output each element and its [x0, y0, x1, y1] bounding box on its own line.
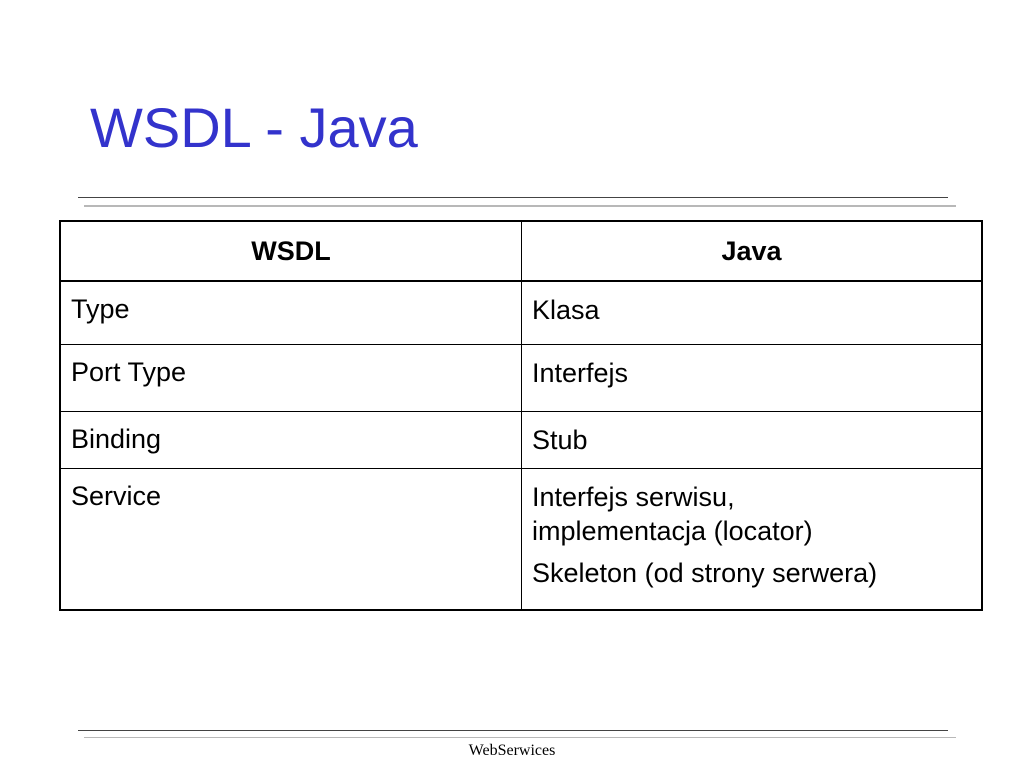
java-cell-line: Skeleton (od strony serwera) [532, 557, 878, 588]
table-row: Binding Stub [59, 411, 983, 469]
wsdl-java-mapping-table: WSDL Java Type Klasa Port Type Interfejs… [59, 220, 983, 611]
java-cell: Stub [521, 411, 983, 469]
java-cell: Interfejs [521, 344, 983, 412]
wsdl-cell: Port Type [59, 344, 522, 412]
slide-footer: WebSerwices [468, 742, 556, 759]
footer-divider-dark [78, 730, 948, 731]
java-cell-line: Interfejs [532, 358, 629, 388]
wsdl-cell: Type [59, 280, 522, 345]
slide-title: WSDL - Java [90, 96, 418, 159]
table-row: Service Interfejs serwisu, implementacja… [59, 468, 983, 611]
java-cell: Interfejs serwisu, implementacja (locato… [521, 468, 983, 611]
java-cell-line: implementacja (locator) [532, 515, 813, 546]
java-cell-line: Klasa [532, 295, 600, 325]
title-divider-light [84, 205, 956, 207]
table-header-row: WSDL Java [59, 220, 983, 282]
header-wsdl: WSDL [59, 220, 522, 282]
table-row: Port Type Interfejs [59, 344, 983, 412]
header-java: Java [521, 220, 983, 282]
java-cell-line: Stub [532, 425, 588, 455]
title-divider-dark [78, 197, 948, 198]
table-row: Type Klasa [59, 280, 983, 345]
wsdl-cell: Binding [59, 411, 522, 469]
java-cell: Klasa [521, 280, 983, 345]
footer-divider-light [84, 737, 956, 738]
wsdl-cell: Service [59, 468, 522, 611]
java-cell-line: Interfejs serwisu, [532, 482, 735, 512]
